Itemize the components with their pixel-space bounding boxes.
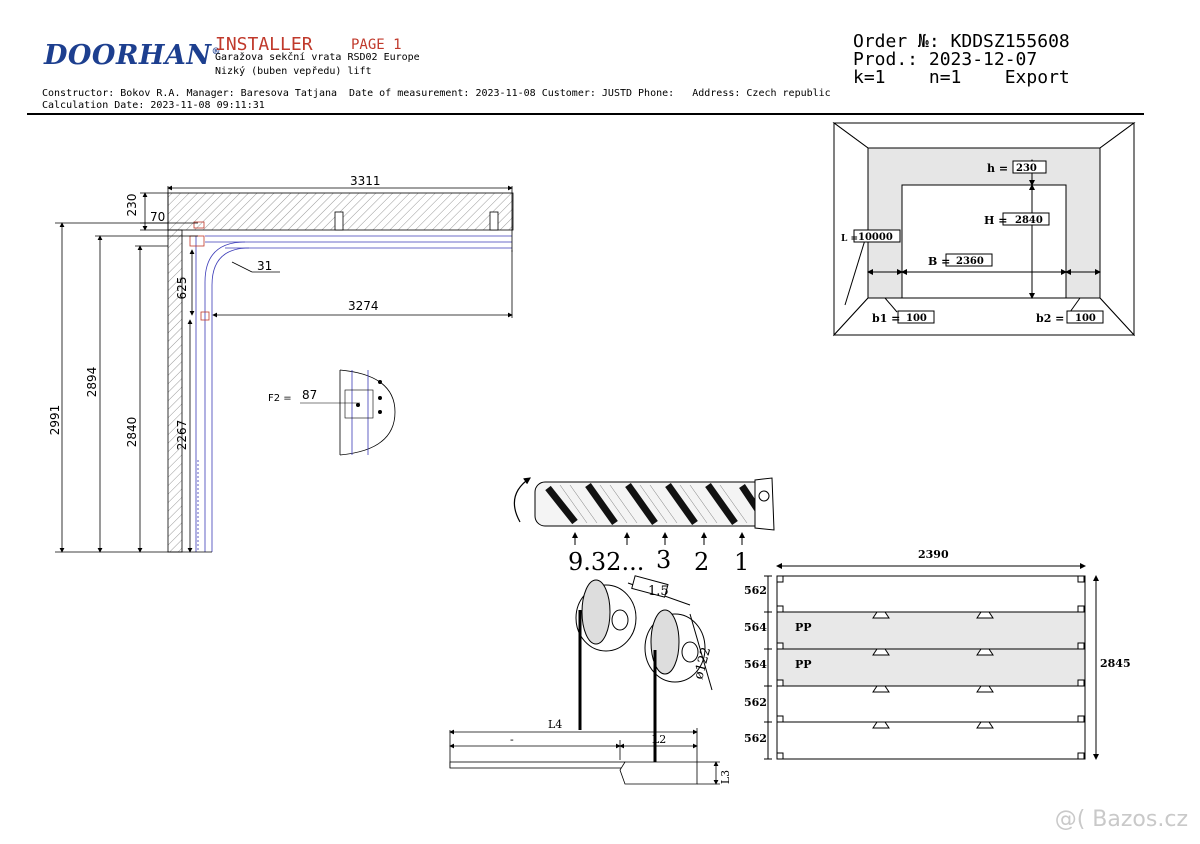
panel-row-height: 564: [744, 658, 767, 671]
label-h: h =: [987, 162, 1008, 175]
drum-dimension: 1.5: [648, 584, 669, 599]
label-b1: b1 =: [872, 312, 900, 325]
cable-drums: 1.5 ø122: [575, 575, 714, 768]
dim-height-opening: 2840: [125, 417, 139, 448]
label-L2: L2: [652, 733, 666, 746]
product-name: Garažova sekční vrata RSD02 Europe: [215, 52, 420, 63]
opening-diagram: [832, 122, 1136, 337]
panel-total-height: 2845: [1100, 657, 1131, 670]
calculation-date: Calculation Date: 2023-11-08 09:11:31: [42, 100, 265, 111]
f2-label: F2 =: [268, 393, 292, 404]
lift-type: Nizký (buben vepředu) lift: [215, 66, 372, 77]
header-divider: [27, 113, 1144, 115]
watermark: @( Bazos.cz: [1054, 807, 1188, 832]
value-b1: 100: [906, 313, 927, 324]
label-H: H =: [984, 214, 1007, 227]
panel-row-height: 564: [744, 621, 767, 634]
value-L: 10000: [858, 232, 893, 243]
spring-label-2: 2: [694, 548, 709, 576]
label-L3: L3: [719, 770, 732, 784]
dim-height-2: 2894: [85, 367, 99, 398]
shaft-drawing: L4 - L2 L3: [449, 718, 732, 785]
info-line: Constructor: Bokov R.A. Manager: Baresov…: [42, 88, 831, 99]
spring-label-3: 3: [656, 546, 671, 574]
panel-row-label: PP: [795, 658, 812, 671]
dim-track-length: 3274: [348, 299, 379, 313]
order-number: Order №: KDDSZ155608: [853, 31, 1070, 52]
side-view-drawing: [55, 185, 514, 553]
spring-label-1: 1: [734, 548, 749, 576]
label-dash: -: [510, 733, 514, 746]
label-b2: b2 =: [1036, 312, 1064, 325]
panel-row-height: 562: [744, 696, 767, 709]
dim-total-length: 3311: [350, 174, 381, 188]
f2-detail: F2 = 87: [268, 369, 396, 456]
panel-row-label: PP: [795, 621, 812, 634]
torsion-spring: [513, 477, 775, 545]
panel-labels: 562 564 PP 564 PP 562 562 2845: [744, 584, 1131, 745]
f2-value: 87: [302, 388, 317, 402]
production-date: Prod.: 2023-12-07: [853, 49, 1038, 70]
dim-headroom: 230: [125, 194, 139, 217]
panel-row-height: 562: [744, 732, 767, 745]
label-L4: L4: [548, 718, 562, 731]
value-B: 2360: [956, 256, 984, 267]
side-view-dimension-labels: 3311 230 70 625 31 3274 2991 2894 2840 2…: [48, 174, 381, 450]
panel-row-height: 562: [744, 584, 767, 597]
spring-label-end: 9.32...: [568, 548, 644, 576]
panel-layout: 2390: [764, 548, 1099, 760]
dim-gap: 31: [257, 259, 272, 273]
dim-height-vertical: 2267: [175, 420, 189, 451]
opening-labels: h = 230 H = 2840 L = 10000 B = 2360 b1 =…: [841, 162, 1096, 325]
value-h: 230: [1016, 163, 1037, 174]
dim-radius: 625: [175, 277, 189, 300]
k-n-export: k=1 n=1 Export: [853, 67, 1070, 88]
doorhan-logo: DOORHAN®: [44, 40, 222, 71]
dim-height-total: 2991: [48, 405, 62, 436]
label-L: L =: [841, 234, 858, 244]
value-H: 2840: [1015, 215, 1043, 226]
label-B: B =: [928, 255, 950, 268]
dim-offset: 70: [150, 210, 165, 224]
document-title: INSTALLER: [215, 34, 313, 55]
spring-labels: 9.32... 3 2 1: [568, 546, 749, 576]
page-number: PAGE 1: [351, 37, 402, 53]
value-b2: 100: [1075, 313, 1096, 324]
panel-width: 2390: [918, 548, 949, 561]
